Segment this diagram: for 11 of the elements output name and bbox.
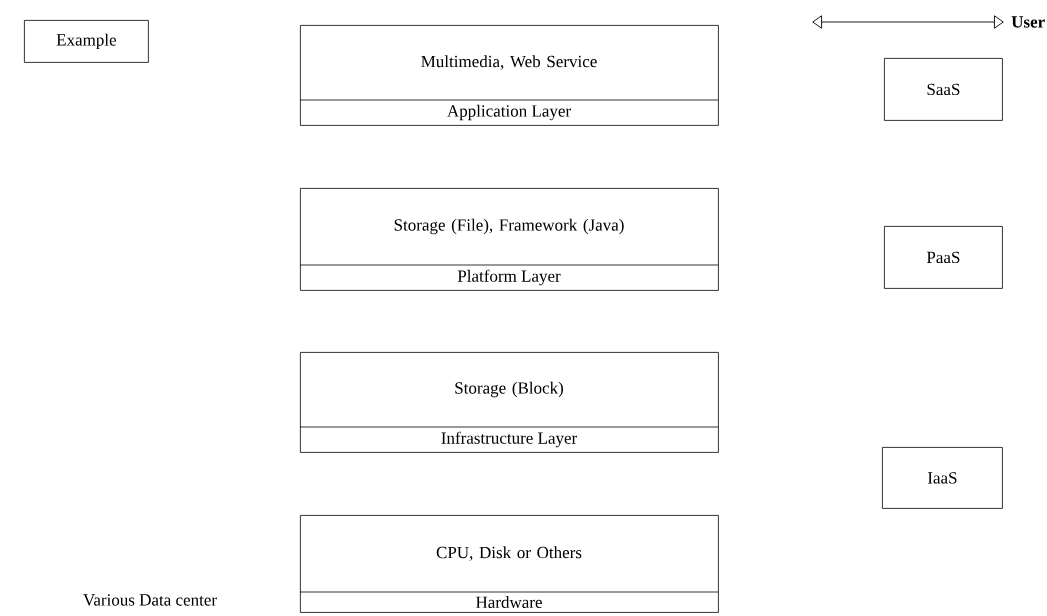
- double-arrow: [812, 15, 1004, 29]
- label-box: Example: [24, 20, 149, 63]
- label-box: PaaS: [884, 226, 1003, 289]
- layer-box: Storage (File), Framework (Java) Platform Layer: [299, 188, 719, 291]
- user-label: User: [1011, 16, 1045, 28]
- label-box: IaaS: [882, 447, 1003, 509]
- label-box: SaaS: [884, 58, 1003, 121]
- layer-box: Storage (Block) Infrastructure Layer: [299, 352, 719, 453]
- side-label: Various Data center: [83, 594, 217, 606]
- layer-box: CPU, Disk or Others Hardware: [299, 515, 719, 613]
- layer-box: Multimedia, Web Service Application Layer: [299, 25, 719, 126]
